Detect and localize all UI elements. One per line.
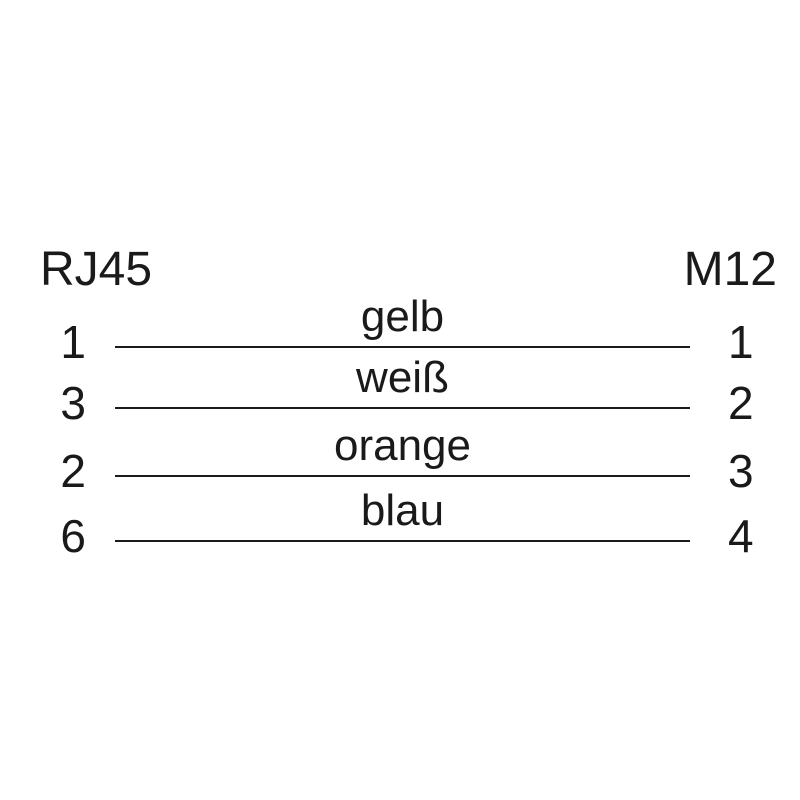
left-connector-label: RJ45: [40, 243, 153, 296]
right-pin-number: 4: [728, 510, 754, 562]
right-pin-number: 3: [728, 445, 754, 497]
left-pin-number: 1: [60, 316, 86, 368]
wire-line: [115, 346, 690, 348]
wire-line: [115, 407, 690, 409]
right-pin-number: 1: [728, 316, 754, 368]
left-pin-number: 2: [60, 445, 86, 497]
wire-line: [115, 540, 690, 542]
wire-color-label: gelb: [360, 292, 445, 341]
left-pin-number: 6: [60, 510, 86, 562]
wire-line: [115, 475, 690, 477]
left-pin-number: 3: [60, 377, 86, 429]
right-pin-number: 2: [728, 377, 754, 429]
right-connector-label: M12: [683, 243, 777, 296]
wire-color-label: weiß: [356, 353, 449, 402]
wire-color-label: blau: [360, 486, 445, 535]
wire-color-label: orange: [333, 421, 471, 470]
